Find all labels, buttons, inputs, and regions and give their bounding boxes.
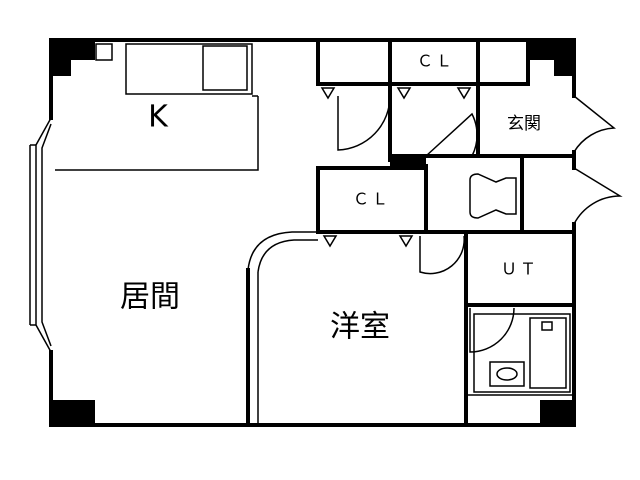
bath-fixtures	[473, 313, 571, 393]
partition-arc	[247, 231, 318, 273]
label-closet-top: ＣＬ	[417, 52, 455, 71]
top-closets	[316, 38, 530, 100]
label-living-room: 居間	[120, 280, 180, 315]
label-utility: ＵＴ	[501, 260, 539, 279]
kitchen-counter	[55, 43, 259, 171]
interior-walls	[246, 82, 576, 427]
label-closet-mid: ＣＬ	[353, 190, 391, 209]
structural-pillars	[51, 40, 574, 425]
outer-walls	[49, 38, 576, 427]
room-labels: K ＣＬ 玄関 ＣＬ 居間 ＵＴ 洋室	[120, 52, 541, 345]
label-kitchen: K	[148, 100, 169, 135]
bay-window	[29, 117, 52, 353]
label-western-room: 洋室	[330, 310, 390, 345]
toilet	[469, 173, 517, 219]
label-entrance: 玄関	[507, 114, 541, 134]
